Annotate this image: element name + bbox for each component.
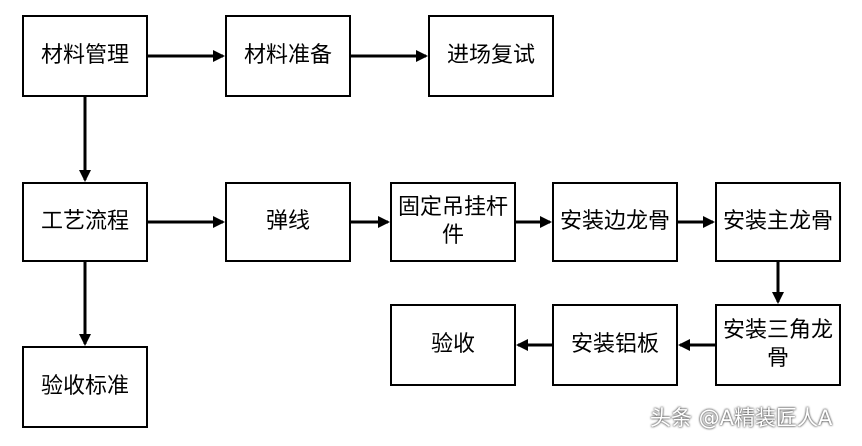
node-label: 安装边龙骨: [559, 209, 670, 234]
node-label: 进场复试: [446, 43, 535, 68]
node-snap-line: 弹线: [225, 182, 351, 262]
node-install-edge-keel: 安装边龙骨: [552, 182, 678, 262]
node-label: 材料管理: [40, 43, 129, 68]
node-label: 验收: [430, 332, 475, 357]
node-label: 弹线: [265, 209, 310, 234]
node-fix-hangers: 固定吊挂杆件: [390, 182, 516, 262]
node-label: 材料准备: [243, 43, 332, 68]
node-install-triangle-keel: 安装三角龙骨: [715, 304, 841, 386]
node-label: 验收标准: [40, 374, 129, 399]
node-label: 安装主龙骨: [722, 209, 833, 234]
node-acceptance: 验收: [390, 304, 516, 386]
node-process-flow: 工艺流程: [22, 182, 148, 262]
node-material-preparation: 材料准备: [225, 15, 351, 97]
node-install-main-keel: 安装主龙骨: [715, 182, 841, 262]
node-material-management: 材料管理: [22, 15, 148, 97]
node-install-aluminum-panel: 安装铝板: [552, 304, 678, 386]
node-label: 安装铝板: [570, 332, 659, 357]
watermark-text: 头条 @A精装匠人A: [650, 406, 833, 430]
node-label: 安装三角龙骨: [722, 318, 833, 371]
node-entry-retest: 进场复试: [428, 15, 554, 97]
node-label: 固定吊挂杆件: [397, 195, 508, 248]
node-label: 工艺流程: [40, 209, 129, 234]
node-acceptance-standard: 验收标准: [22, 346, 148, 428]
